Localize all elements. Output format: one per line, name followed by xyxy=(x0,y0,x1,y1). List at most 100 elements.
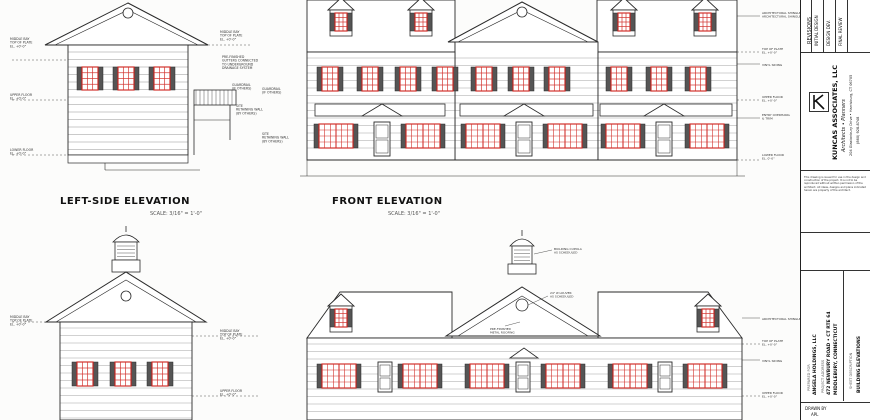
window-shutter xyxy=(316,363,322,389)
level-note: UPPER FLOOR xyxy=(10,93,33,97)
door-panel xyxy=(657,124,671,139)
level-note: EL. +0'-0" xyxy=(220,393,237,397)
window-shutter xyxy=(329,308,335,328)
window-pair xyxy=(540,363,586,389)
window-shutter xyxy=(347,308,353,328)
project-address-label: PROJECT ADDRESS xyxy=(821,359,825,393)
entry-pediment xyxy=(502,103,546,117)
window-shutter xyxy=(440,123,446,149)
firm-address: 204 Glastonbury Drive • Harrisburg, CT 0… xyxy=(849,74,853,156)
revisions-box: REVISIONS INITIAL DESIGN DESIGN DEV. FIN… xyxy=(801,0,870,53)
callout-note: 24" Ø LOUVER xyxy=(550,290,572,295)
window-shutter xyxy=(605,66,611,92)
window xyxy=(693,12,717,32)
door xyxy=(373,121,391,157)
level-note: MIDDLE BAY xyxy=(10,315,30,319)
window-shutter xyxy=(71,361,77,387)
level-note: SITE xyxy=(236,104,243,108)
deck-guardrail xyxy=(193,89,237,106)
window-shutter xyxy=(543,66,549,92)
door xyxy=(515,121,533,157)
level-note: PRE-FINISHED xyxy=(222,55,245,59)
window xyxy=(409,12,433,32)
window xyxy=(148,66,176,91)
callout-note: ARCHITECTURAL SHINGLES xyxy=(762,11,803,15)
firm-logo xyxy=(809,92,829,112)
firm-box: KUNCAS ASSOCIATES, LLC Architects • Plan… xyxy=(801,52,870,171)
rear-center-gable-trim xyxy=(456,295,590,337)
window xyxy=(329,12,353,32)
callout-note: GUARDRAIL xyxy=(262,87,281,91)
level-note: GUTTERS CONNECTED xyxy=(222,59,259,63)
door-panel xyxy=(657,139,671,154)
level-note: EL. +0'-0" xyxy=(10,322,27,326)
window-shutter xyxy=(580,363,586,389)
window-shutter xyxy=(93,361,99,387)
level-note: EL. +0'-0" xyxy=(10,44,27,48)
window-shutter xyxy=(329,12,335,32)
level-note: (BY OTHERS) xyxy=(236,111,257,115)
window-shutter xyxy=(667,66,673,92)
window xyxy=(329,308,353,328)
level-note: RETAINING WALL xyxy=(236,108,263,112)
window xyxy=(394,66,422,92)
window-shutter xyxy=(134,66,140,91)
rear-right-roof xyxy=(597,291,743,339)
window xyxy=(645,66,673,92)
drawn-by-label: DRAWN BY xyxy=(805,406,827,411)
window-shutter xyxy=(146,361,152,387)
project-box: PREPARED FOR ANGELA HOLDINGS, LLC PROJEC… xyxy=(801,270,870,401)
window-shutter xyxy=(612,12,618,32)
window xyxy=(605,66,633,92)
level-note: LOWER FLOOR xyxy=(10,148,34,152)
callout-note: RETAINING WALL xyxy=(262,136,289,140)
window-shutter xyxy=(397,363,403,389)
cupola-body xyxy=(511,245,533,265)
rear-center-gable xyxy=(444,286,602,337)
left-side-scale: SCALE: 3/16" = 1'-0" xyxy=(150,211,203,217)
window xyxy=(112,66,140,91)
level-note: EL. +0'-0" xyxy=(10,152,27,156)
window-shutter xyxy=(460,123,466,149)
window xyxy=(431,66,459,92)
window-shutter xyxy=(714,308,720,328)
window-shutter xyxy=(600,123,606,149)
level-note: MIDDLE BAY xyxy=(220,329,240,333)
level-note: EL. +0'-0" xyxy=(220,336,237,340)
window xyxy=(696,308,720,328)
window-shutter xyxy=(112,66,118,91)
level-note: (IF OTHERS) xyxy=(232,87,251,91)
left-side-elevation-title: LEFT-SIDE ELEVATION xyxy=(60,196,191,207)
callout-note: BUILDING CUPOLA xyxy=(554,247,583,251)
callout-note: AS SCHEDULED xyxy=(550,294,574,298)
window-shutter xyxy=(464,363,470,389)
door xyxy=(657,361,673,393)
leader-line xyxy=(527,295,549,306)
callout-note: TOP OF PLATE xyxy=(761,47,783,51)
window-pair xyxy=(607,363,653,389)
callout-note: ENTRY OVERHANG xyxy=(762,113,791,117)
drawn-by-value: APL xyxy=(811,412,819,417)
callout-note: EL. +0'-0" xyxy=(762,394,778,398)
window-shutter xyxy=(693,12,699,32)
level-note: DRAINAGE SYSTEM xyxy=(222,66,253,70)
level-note: MIDDLE BAY xyxy=(220,30,240,34)
front-left-roof xyxy=(306,0,456,53)
window-shutter xyxy=(507,66,513,92)
callout-note: EL. 0'-0" xyxy=(762,156,775,160)
window-shutter xyxy=(431,66,437,92)
leader-line xyxy=(504,321,521,327)
callout-note: LOWER FLOOR xyxy=(762,153,784,157)
cupola-base xyxy=(507,263,537,275)
window xyxy=(507,66,535,92)
window-shutter xyxy=(394,66,400,92)
cupola-body xyxy=(114,241,138,261)
revision-row: DESIGN DEV. xyxy=(826,20,831,46)
window-shutter xyxy=(682,363,688,389)
gable-vent xyxy=(516,6,528,18)
drawn-by-box: DRAWN BY APL xyxy=(801,402,870,420)
window-shutter xyxy=(313,123,319,149)
window-shutter xyxy=(540,363,546,389)
window-shutter xyxy=(647,363,653,389)
gable-vent xyxy=(122,7,134,19)
